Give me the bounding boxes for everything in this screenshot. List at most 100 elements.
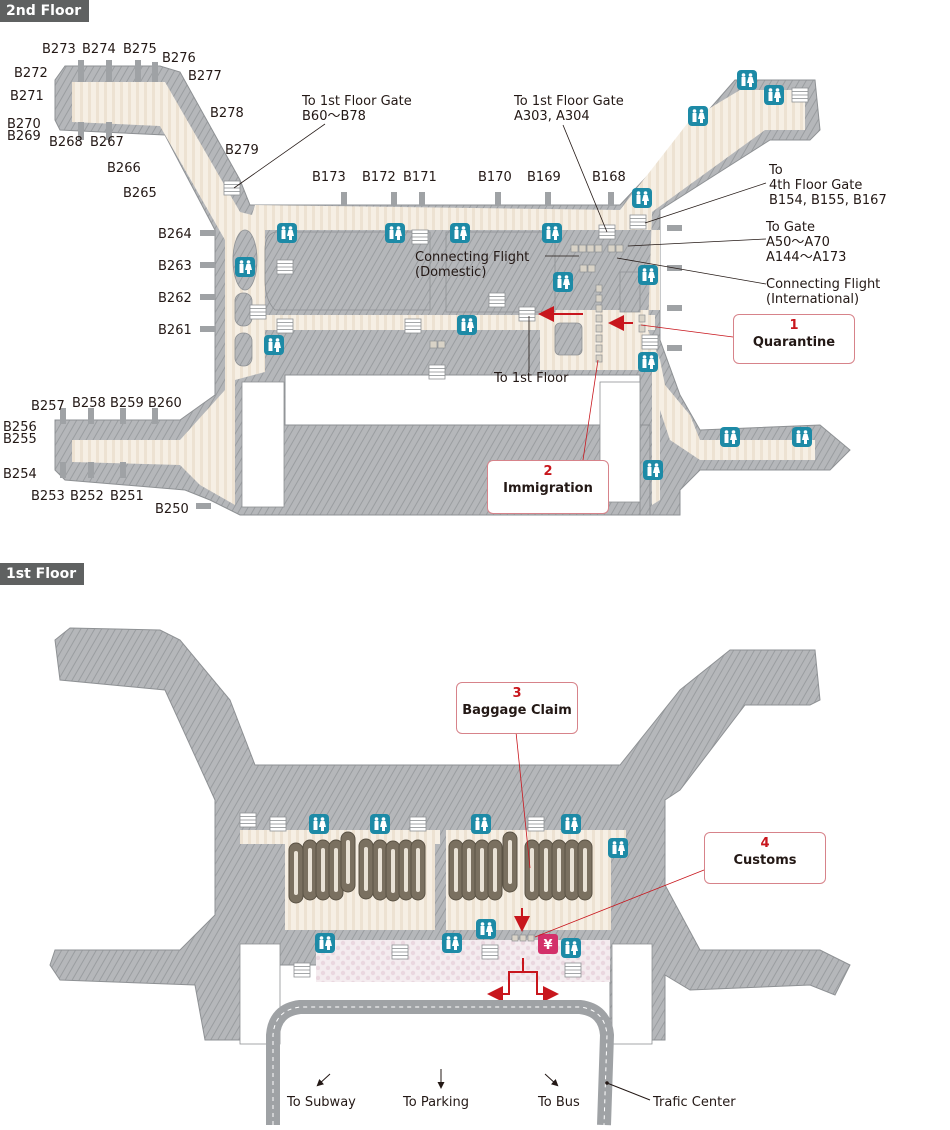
step-number: 4 <box>760 836 770 851</box>
leader-lines-2f <box>233 123 767 372</box>
restroom-icon <box>643 460 663 480</box>
restroom-icon <box>309 814 329 834</box>
gate-label: B274 <box>82 42 116 57</box>
annotation-connecting-dom-sub: (Domestic) <box>415 265 486 280</box>
floor-plan-2f: B173 B172 B171 B170 B169 B168 B273 B274 … <box>3 42 887 517</box>
gate-label: B256 <box>3 420 37 435</box>
step-label: Quarantine <box>752 335 836 350</box>
gate-label: B252 <box>70 489 104 504</box>
gate-label: B260 <box>148 396 182 411</box>
annotations-2f: To 1st Floor Gate B60～B78 To 1st Floor G… <box>301 94 887 386</box>
restroom-icon <box>264 335 284 355</box>
callout-customs: 4 Customs <box>704 832 826 884</box>
voids-2f <box>241 381 641 508</box>
restroom-icon <box>792 427 812 447</box>
gate-label: B257 <box>31 399 65 414</box>
restroom-icon <box>542 223 562 243</box>
restroom-icon <box>561 814 581 834</box>
floor-plan-1f: ¥ To Subway To Parking To Bus Trafic Cen… <box>49 627 851 1126</box>
restroom-icon <box>553 272 573 292</box>
restroom-icon <box>476 919 496 939</box>
gate-label: B171 <box>403 170 437 185</box>
booths-2f <box>429 244 646 363</box>
gate-label: B273 <box>42 42 76 57</box>
annotation-connecting-dom: Connecting Flight <box>415 250 529 265</box>
voids-1f <box>239 943 653 1045</box>
svg-text:¥: ¥ <box>543 938 552 953</box>
gate-labels-2f: B173 B172 B171 B170 B169 B168 B273 B274 … <box>3 42 626 517</box>
annotation-to-1f-gate-b-range: B60～B78 <box>302 109 366 124</box>
annotation-to-1f-gate-a-range: A303, A304 <box>514 109 590 124</box>
restroom-icon <box>442 933 462 953</box>
gate-label: B266 <box>107 161 141 176</box>
gate-label: B268 <box>49 135 83 150</box>
gate-label: B267 <box>90 135 124 150</box>
gate-label: B279 <box>225 143 259 158</box>
restroom-icon <box>315 933 335 953</box>
annotation-connecting-intl-sub: (International) <box>766 292 859 307</box>
callout-immigration: 2 Immigration <box>487 460 609 514</box>
gate-label: B172 <box>362 170 396 185</box>
restroom-icon <box>688 106 708 126</box>
restroom-icon <box>764 85 784 105</box>
annotation-to-4f: To <box>768 163 783 178</box>
gate-label: B258 <box>72 396 106 411</box>
step-label: Baggage Claim <box>462 703 572 718</box>
gate-label: B255 <box>3 432 37 447</box>
step-number: 2 <box>543 464 553 479</box>
restroom-icon <box>638 265 658 285</box>
customs-booths <box>511 934 535 942</box>
gate-label: B275 <box>123 42 157 57</box>
restroom-icon <box>471 814 491 834</box>
restroom-icon <box>370 814 390 834</box>
step-label: Customs <box>733 853 797 868</box>
transport-arrows <box>316 1069 651 1101</box>
gate-label: B269 <box>7 129 41 144</box>
callout-quarantine: 1 Quarantine <box>733 314 855 364</box>
step-number: 1 <box>789 318 799 333</box>
annotation-to-gate: To Gate <box>765 220 815 235</box>
gate-label: B270 <box>7 117 41 132</box>
restroom-icon <box>608 838 628 858</box>
annotation-to-gate-range1: A50～A70 <box>766 235 830 250</box>
restroom-icon <box>561 938 581 958</box>
annotation-to-4f-gates: B154, B155, B167 <box>769 193 887 208</box>
gate-label: B276 <box>162 51 196 66</box>
traffic-center-leader <box>606 1082 651 1101</box>
restroom-icon <box>737 70 757 90</box>
gate-label: B170 <box>478 170 512 185</box>
gate-label: B259 <box>110 396 144 411</box>
restroom-icon <box>457 315 477 335</box>
gate-label: B173 <box>312 170 346 185</box>
annotation-to-4f-gate: 4th Floor Gate <box>769 178 862 193</box>
annotation-to-1f-gate-b: To 1st Floor Gate <box>301 94 412 109</box>
gate-label: B250 <box>155 502 189 517</box>
gate-label: B265 <box>123 186 157 201</box>
gate-label: B264 <box>158 227 192 242</box>
callout-lines-2f <box>582 324 734 461</box>
transport-bus-label: To Bus <box>537 1095 580 1110</box>
currency-exchange-icon: ¥ <box>538 934 558 954</box>
corridors-2f <box>72 82 815 505</box>
gate-label: B168 <box>592 170 626 185</box>
annotation-connecting-intl: Connecting Flight <box>766 277 880 292</box>
annotation-to-1st-floor: To 1st Floor <box>493 371 569 386</box>
step-label: Immigration <box>503 481 593 496</box>
restroom-icon <box>385 223 405 243</box>
gate-label: B272 <box>14 66 48 81</box>
step-number: 3 <box>512 686 522 701</box>
road-lane-marking <box>272 1006 608 1126</box>
traffic-center-label: Trafic Center <box>652 1095 736 1110</box>
gate-label: B254 <box>3 467 37 482</box>
traffic-center-marker <box>605 1081 609 1085</box>
gate-label: B263 <box>158 259 192 274</box>
gate-stubs-2f <box>60 60 682 509</box>
inner-blocks-2f <box>232 229 641 367</box>
floor-tag-2f: 2nd Floor <box>0 0 90 22</box>
restroom-icon <box>638 352 658 372</box>
gate-label: B251 <box>110 489 144 504</box>
transport-subway-label: To Subway <box>286 1095 356 1110</box>
subway-arrow-icon <box>316 1073 331 1087</box>
gate-label: B278 <box>210 106 244 121</box>
